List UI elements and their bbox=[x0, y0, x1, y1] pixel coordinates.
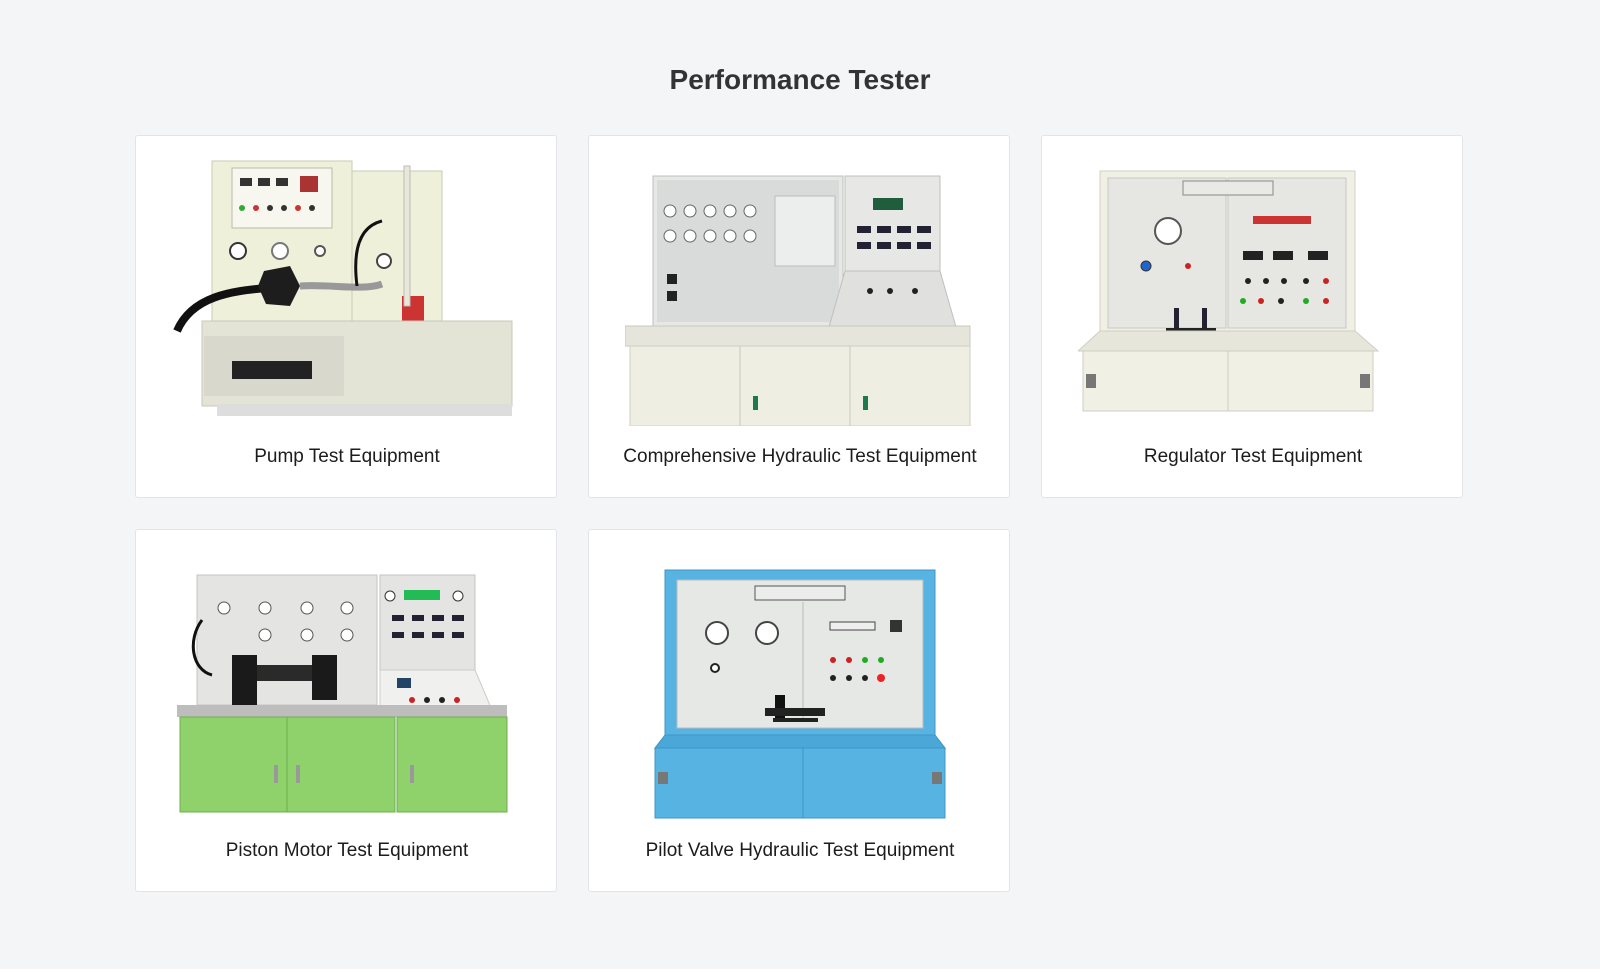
product-title[interactable]: Pump Test Equipment bbox=[254, 446, 440, 467]
product-card-regulator-test-equipment[interactable]: Regulator Test Equipment bbox=[1041, 135, 1463, 498]
product-image-pump-test-equipment[interactable] bbox=[172, 156, 522, 426]
product-card-comprehensive-hydraulic-test-equipment[interactable]: Comprehensive Hydraulic Test Equipment bbox=[588, 135, 1010, 498]
product-card-piston-motor-test-equipment[interactable]: Piston Motor Test Equipment bbox=[135, 529, 557, 892]
bottom-strip bbox=[0, 969, 1600, 973]
pump-tester-illustration bbox=[173, 160, 513, 416]
product-card-pump-test-equipment[interactable]: Pump Test Equipment bbox=[135, 135, 557, 498]
piston-motor-tester-illustration bbox=[177, 574, 508, 813]
product-title[interactable]: Pilot Valve Hydraulic Test Equipment bbox=[645, 840, 955, 861]
product-image-regulator-test-equipment[interactable] bbox=[1078, 156, 1428, 426]
product-title[interactable]: Regulator Test Equipment bbox=[1143, 446, 1363, 467]
product-image-comprehensive-hydraulic-test-equipment[interactable] bbox=[625, 156, 975, 426]
product-image-piston-motor-test-equipment[interactable] bbox=[172, 550, 522, 820]
comprehensive-tester-illustration bbox=[625, 175, 971, 426]
pilot-valve-tester-illustration bbox=[653, 569, 947, 819]
product-image-pilot-valve-hydraulic-test-equipment[interactable] bbox=[625, 550, 975, 820]
page-title: Performance Tester bbox=[669, 64, 931, 95]
regulator-tester-illustration bbox=[1078, 170, 1380, 412]
product-card-pilot-valve-hydraulic-test-equipment[interactable]: Pilot Valve Hydraulic Test Equipment bbox=[588, 529, 1010, 892]
product-title[interactable]: Piston Motor Test Equipment bbox=[225, 840, 469, 861]
product-title[interactable]: Comprehensive Hydraulic Test Equipment bbox=[623, 446, 977, 467]
